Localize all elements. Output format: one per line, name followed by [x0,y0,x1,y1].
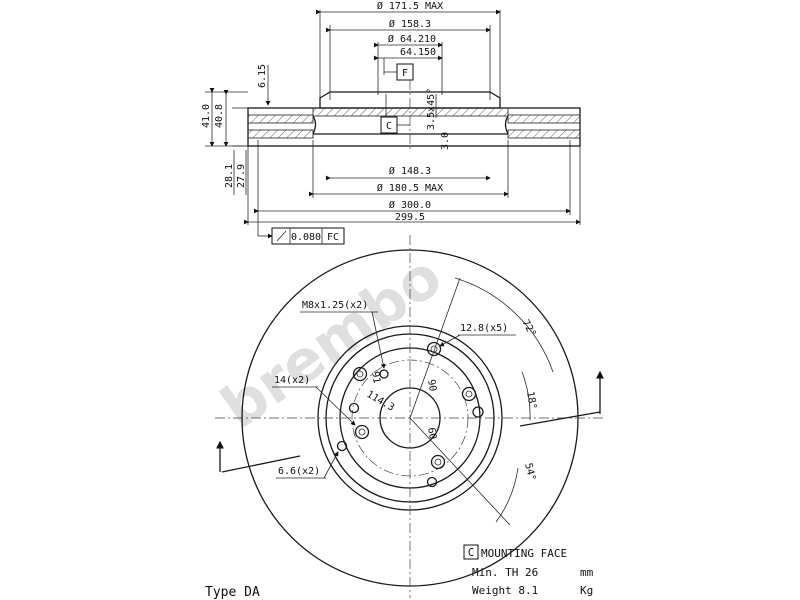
dim-d300: Ø 300.0 [389,199,431,211]
dim-60: 60 [425,427,438,441]
dim-90: 90 [425,379,438,393]
tolerance-ref: FC [327,232,339,243]
notes-block: C MOUNTING FACE Min. TH 26 mm Weight 8.1… [463,544,594,597]
angle-54: 54° [522,462,537,482]
dim-91: 91 [369,371,382,385]
dim-d148-3: Ø 148.3 [389,165,431,177]
tolerance-value: 0.080 [291,232,321,243]
mounting-face-label: MOUNTING FACE [481,547,567,560]
angle-72: 72° [519,318,538,339]
callout-14: 14(x2) [274,375,310,386]
dim-d171-5: Ø 171.5 MAX [377,0,443,12]
dim-28-1: 28.1 [224,164,235,188]
dim-6-15: 6.15 [257,64,268,88]
callout-6-6: 6.6(x2) [278,466,320,477]
wheel-bolt-holes [352,341,477,470]
dim-d180-5: Ø 180.5 MAX [377,182,443,194]
mounting-face-symbol-box [463,544,479,560]
callout-m8: M8x1.25(x2) [302,300,368,311]
mounting-face-symbol: C [468,546,475,559]
dim-3-0: 3.0 [440,132,451,150]
min-thickness-unit: mm [580,566,594,579]
min-thickness-label: Min. TH 26 [472,566,538,579]
dim-27-9: 27.9 [236,164,247,188]
datum-f-label: F [402,68,408,79]
dim-40-8: 40.8 [214,104,225,128]
dim-pcd: 114.3 [365,389,397,414]
dim-d299-5: 299.5 [395,212,425,223]
datum-c-label: C [386,121,392,132]
section-view: Ø 171.5 MAX Ø 158.3 Ø 64.210 64.150 F C … [201,0,581,245]
front-view: 72° 18° 54° 91 90 60 114.3 M8x1.25(x2) 1… [215,235,605,598]
datum-f-box [396,63,414,81]
weight-unit: Kg [580,584,593,597]
dim-41-0: 41.0 [201,104,212,128]
angle-18: 18° [524,391,538,411]
dim-chamfer: 3.5x45° [426,88,437,130]
weight-label: Weight 8.1 [472,584,538,597]
dim-d158-3: Ø 158.3 [389,18,431,30]
callout-12-8: 12.8(x5) [460,323,508,334]
watermark: brembo [209,242,454,442]
dim-d64-150: 64.150 [400,47,436,58]
dim-d64-210: Ø 64.210 [388,33,436,45]
disc-type-label: Type DA [205,585,260,600]
